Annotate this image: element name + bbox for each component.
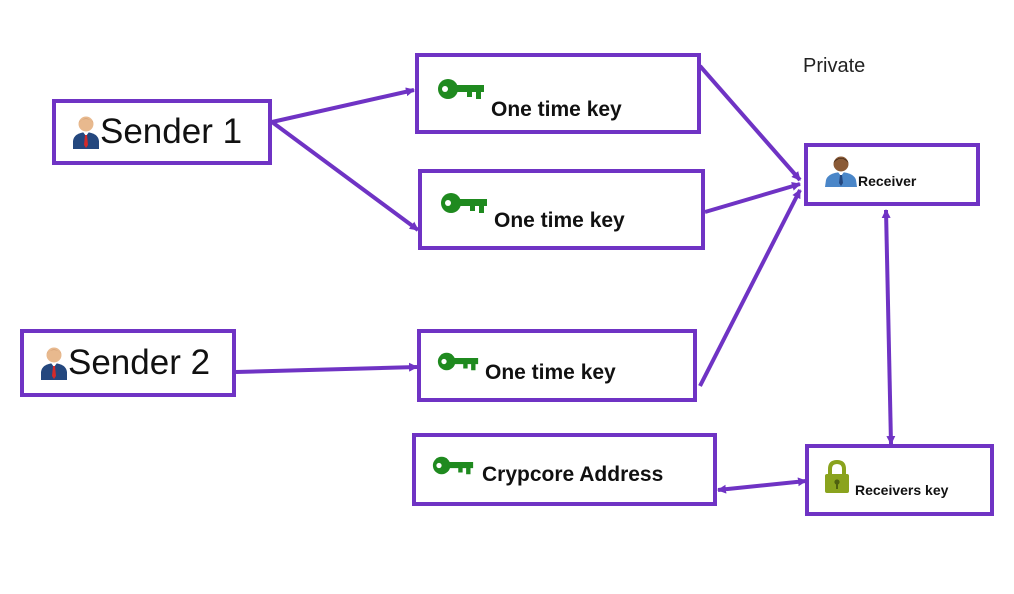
private-label: Private: [803, 55, 866, 77]
lock-icon: [825, 460, 849, 493]
edge-key1-receiver: [698, 64, 802, 182]
person-icon: [73, 116, 99, 149]
receivers-key-label: Receivers key: [855, 482, 949, 498]
key-icon: [437, 352, 479, 371]
edge-receiver-receivers-key: [881, 209, 896, 445]
edge-key3-receiver: [698, 189, 802, 387]
sender-2-box: Sender 2: [20, 329, 236, 397]
key-icon: [441, 193, 487, 213]
key-icon: [438, 79, 484, 99]
one-time-key-label-3: One time key: [485, 361, 616, 384]
one-time-key-box-3: One time key: [417, 329, 697, 402]
edge-sender2-key3: [235, 362, 418, 374]
edge-sender1-key2: [270, 120, 420, 232]
key-icon: [432, 456, 474, 475]
edge-sender1-key1: [271, 87, 415, 124]
one-time-key-label-2: One time key: [494, 209, 625, 232]
receiver-label: Receiver: [858, 172, 917, 189]
person-icon: [41, 347, 67, 380]
person-icon: [825, 156, 857, 187]
edge-address-receivers-key: [717, 477, 807, 494]
crypcore-address-label: Crypcore Address: [482, 463, 664, 486]
sender-2-label: Sender 2: [68, 343, 211, 382]
receiver-box: Receiver: [804, 143, 980, 206]
crypcore-address-box: Crypcore Address: [412, 433, 717, 506]
sender-1-label: Sender 1: [100, 112, 243, 151]
one-time-key-box-2: One time key: [418, 169, 705, 250]
edge-key2-receiver: [704, 181, 801, 214]
one-time-key-label-1: One time key: [491, 98, 622, 121]
one-time-key-box-1: One time key: [415, 53, 701, 134]
sender-1-box: Sender 1: [52, 99, 272, 165]
receivers-key-box: Receivers key: [805, 444, 994, 516]
